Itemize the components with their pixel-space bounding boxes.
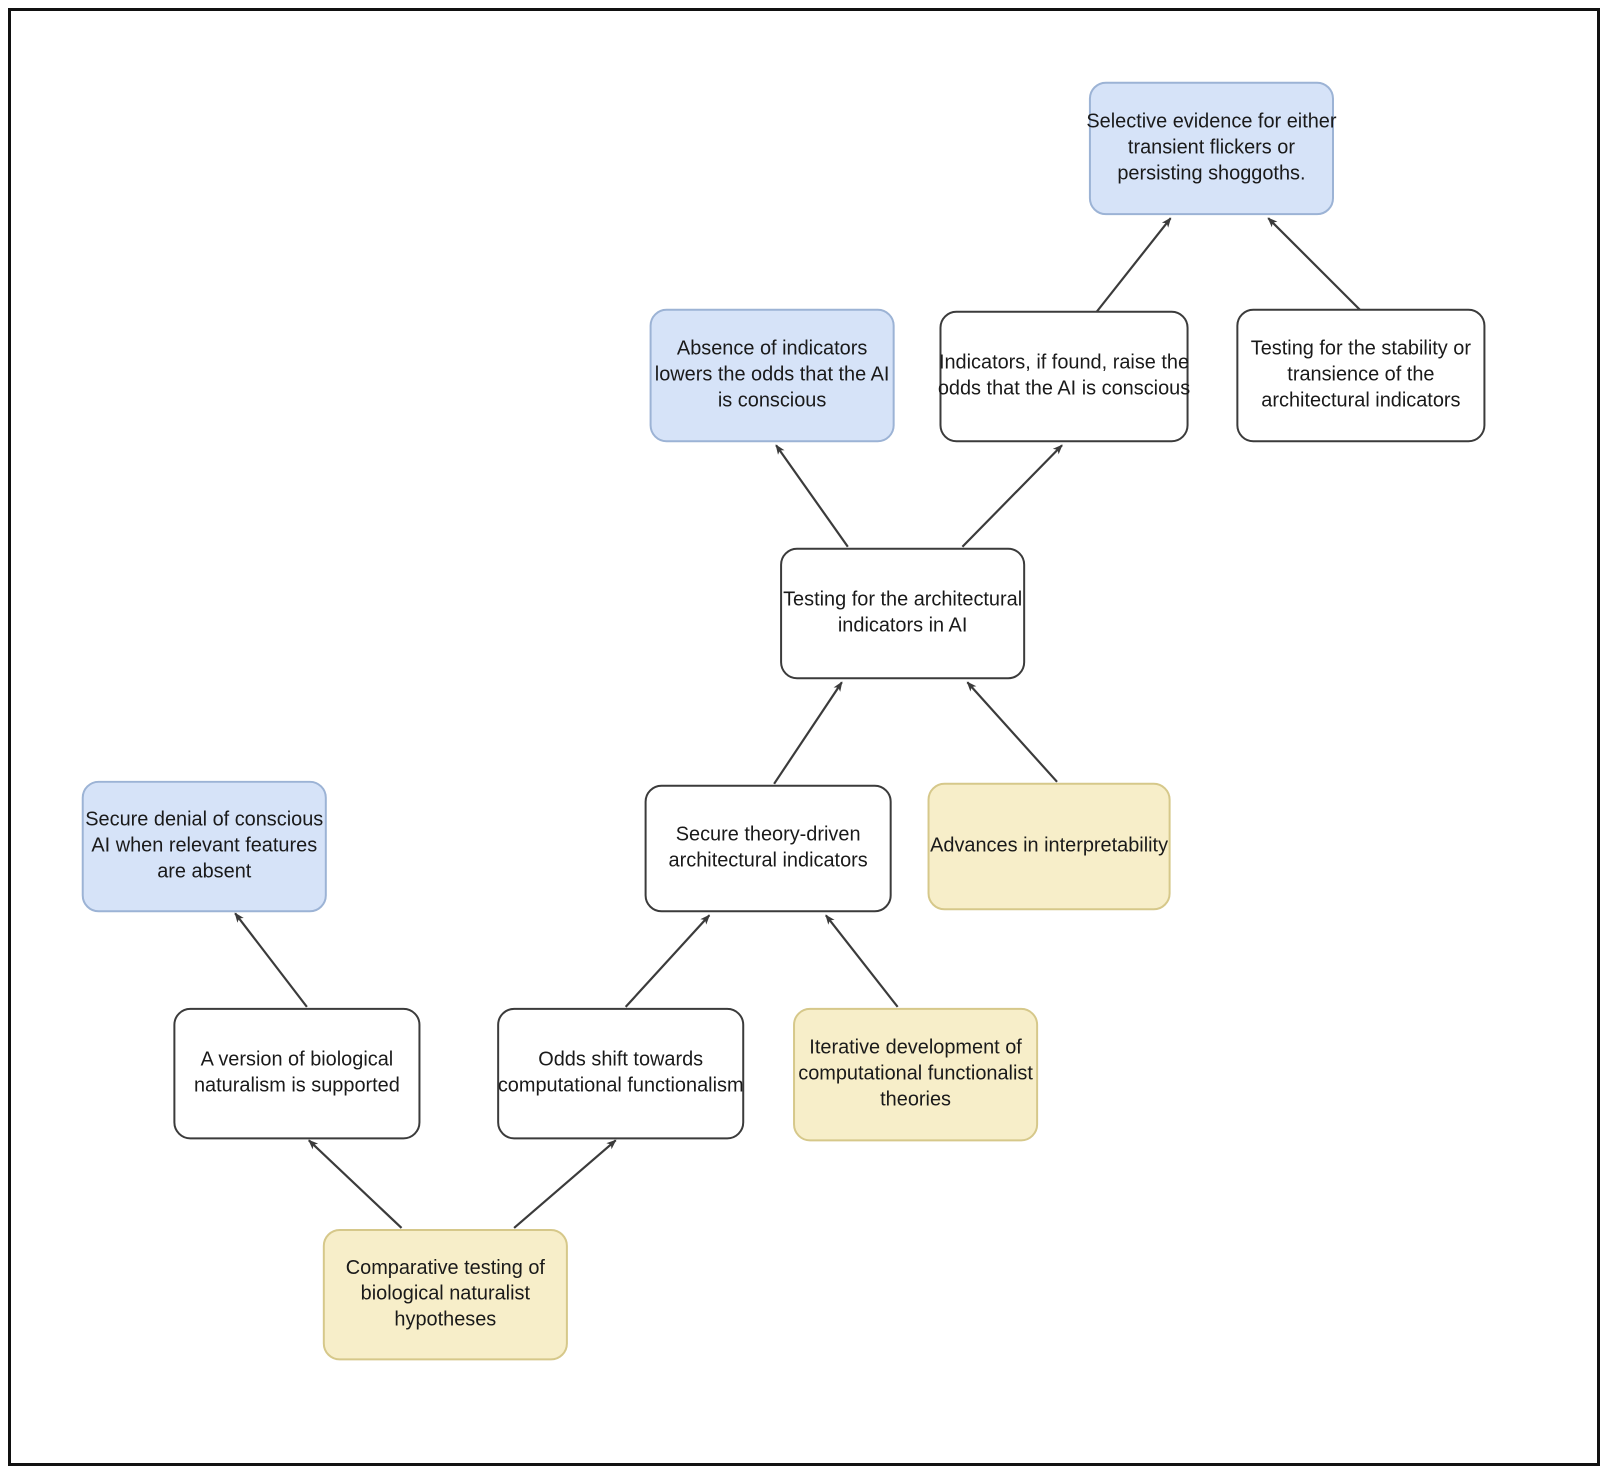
node-label-line: theories xyxy=(880,1089,951,1111)
node-label-line: transient flickers or xyxy=(1128,137,1295,159)
edge-naturalism-to-secure-denial xyxy=(234,912,308,1008)
node-box-secure-theory-driven xyxy=(644,784,892,913)
diagram-frame: Selective evidence for either transient f… xyxy=(8,8,1600,1466)
node-label-testing-stability-transience: Testing for the stability or transience o… xyxy=(1251,338,1472,412)
node-label-line: naturalism is supported xyxy=(194,1075,400,1097)
node-label-line: hypotheses xyxy=(394,1309,496,1331)
node-box-selective-evidence xyxy=(1088,81,1334,216)
node-odds-shift-functionalism[interactable]: Odds shift towards computational function… xyxy=(497,1007,745,1140)
node-label-line: A version of biological xyxy=(201,1049,394,1071)
node-label-line: architectural indicators xyxy=(669,850,868,872)
node-box-odds-shift-functionalism xyxy=(497,1007,745,1140)
edge-iterative-to-secure-theory xyxy=(825,914,899,1008)
node-label-odds-shift-functionalism: Odds shift towards computational function… xyxy=(498,1049,744,1097)
node-label-line: Secure denial of conscious xyxy=(85,809,323,831)
edge-testing-to-indicators xyxy=(961,444,1063,548)
node-label-line: odds that the AI is conscious xyxy=(938,378,1190,400)
node-biological-naturalism-supported[interactable]: A version of biological naturalism is sup… xyxy=(173,1007,421,1140)
nodes-layer: Selective evidence for either transient f… xyxy=(81,81,1486,1361)
node-label-line: persisting shoggoths. xyxy=(1117,163,1305,185)
node-label-secure-denial: Secure denial of conscious AI when releva… xyxy=(85,809,323,883)
node-box-secure-denial xyxy=(81,780,327,913)
node-comparative-testing[interactable]: Comparative testing of biological natural… xyxy=(322,1228,568,1361)
node-label-line: transience of the xyxy=(1287,364,1434,386)
node-label-iterative-development: Iterative development of computational fu… xyxy=(798,1037,1033,1111)
node-label-testing-architectural-indicators: Testing for the architectural indicators … xyxy=(783,589,1022,637)
edge-comparative-to-odds-shift xyxy=(513,1139,617,1229)
node-label-advances-in-interpretability: Advances in interpretability xyxy=(930,835,1168,857)
node-label-line: Selective evidence for either xyxy=(1086,111,1336,133)
node-label-line: Comparative testing of xyxy=(346,1257,546,1279)
node-box-biological-naturalism-supported xyxy=(173,1007,421,1140)
node-label-line: lowers the odds that the AI xyxy=(655,364,890,386)
node-label-line: indicators in AI xyxy=(838,615,967,637)
node-secure-theory-driven[interactable]: Secure theory-driven architectural indica… xyxy=(644,784,892,913)
node-box-advances-in-interpretability xyxy=(927,782,1171,911)
edges-layer xyxy=(234,217,1362,1229)
node-box-indicators-raise-odds xyxy=(939,310,1189,443)
node-label-line: AI when relevant features xyxy=(91,835,317,857)
node-box-testing-architectural-indicators xyxy=(780,547,1026,680)
node-box-testing-stability-transience xyxy=(1236,308,1486,443)
node-indicators-raise-odds[interactable]: Indicators, if found, raise the odds that… xyxy=(938,310,1190,443)
node-label-line: architectural indicators xyxy=(1261,390,1460,412)
node-label-line: Absence of indicators xyxy=(677,338,867,360)
node-label-line: Indicators, if found, raise the xyxy=(939,352,1189,374)
node-label-absence-of-indicators: Absence of indicators lowers the odds tha… xyxy=(655,338,890,412)
node-label-line: Testing for the stability or xyxy=(1251,338,1472,360)
node-testing-stability-transience[interactable]: Testing for the stability or transience o… xyxy=(1236,308,1486,443)
flowchart-canvas[interactable]: Selective evidence for either transient f… xyxy=(11,11,1597,1463)
node-label-selective-evidence: Selective evidence for either transient f… xyxy=(1086,111,1336,185)
edge-testing-to-absence xyxy=(775,444,849,548)
node-label-line: Iterative development of xyxy=(809,1037,1022,1059)
node-label-secure-theory-driven: Secure theory-driven architectural indica… xyxy=(669,824,868,872)
edge-secure-theory-to-testing xyxy=(773,681,843,785)
node-label-comparative-testing: Comparative testing of biological natural… xyxy=(346,1257,546,1331)
node-label-line: computational functionalist xyxy=(798,1063,1033,1085)
node-label-line: Advances in interpretability xyxy=(930,835,1168,857)
node-label-line: is conscious xyxy=(718,390,826,412)
edge-comparative-to-naturalism xyxy=(308,1139,403,1229)
node-testing-architectural-indicators[interactable]: Testing for the architectural indicators … xyxy=(780,547,1026,680)
edge-odds-shift-to-secure-theory xyxy=(624,914,711,1008)
node-box-iterative-development xyxy=(793,1007,1039,1142)
node-advances-in-interpretability[interactable]: Advances in interpretability xyxy=(927,782,1171,911)
node-label-indicators-raise-odds: Indicators, if found, raise the odds that… xyxy=(938,352,1190,400)
node-label-line: computational functionalism xyxy=(498,1075,744,1097)
node-label-line: biological naturalist xyxy=(361,1283,531,1305)
node-label-line: Testing for the architectural xyxy=(783,589,1022,611)
node-absence-of-indicators[interactable]: Absence of indicators lowers the odds tha… xyxy=(649,308,895,443)
node-label-line: Secure theory-driven xyxy=(676,824,861,846)
node-secure-denial[interactable]: Secure denial of conscious AI when releva… xyxy=(81,780,327,913)
node-label-biological-naturalism-supported: A version of biological naturalism is sup… xyxy=(194,1049,400,1097)
node-selective-evidence[interactable]: Selective evidence for either transient f… xyxy=(1086,81,1337,216)
node-label-line: Odds shift towards xyxy=(538,1049,703,1071)
edge-interpretability-to-testing xyxy=(966,681,1058,783)
node-iterative-development[interactable]: Iterative development of computational fu… xyxy=(793,1007,1039,1142)
node-box-comparative-testing xyxy=(322,1228,568,1361)
node-label-line: are absent xyxy=(157,861,252,883)
edge-indicators-to-selective-evidence xyxy=(1095,217,1172,314)
edge-stability-to-selective-evidence xyxy=(1267,217,1362,312)
node-box-absence-of-indicators xyxy=(649,308,895,443)
